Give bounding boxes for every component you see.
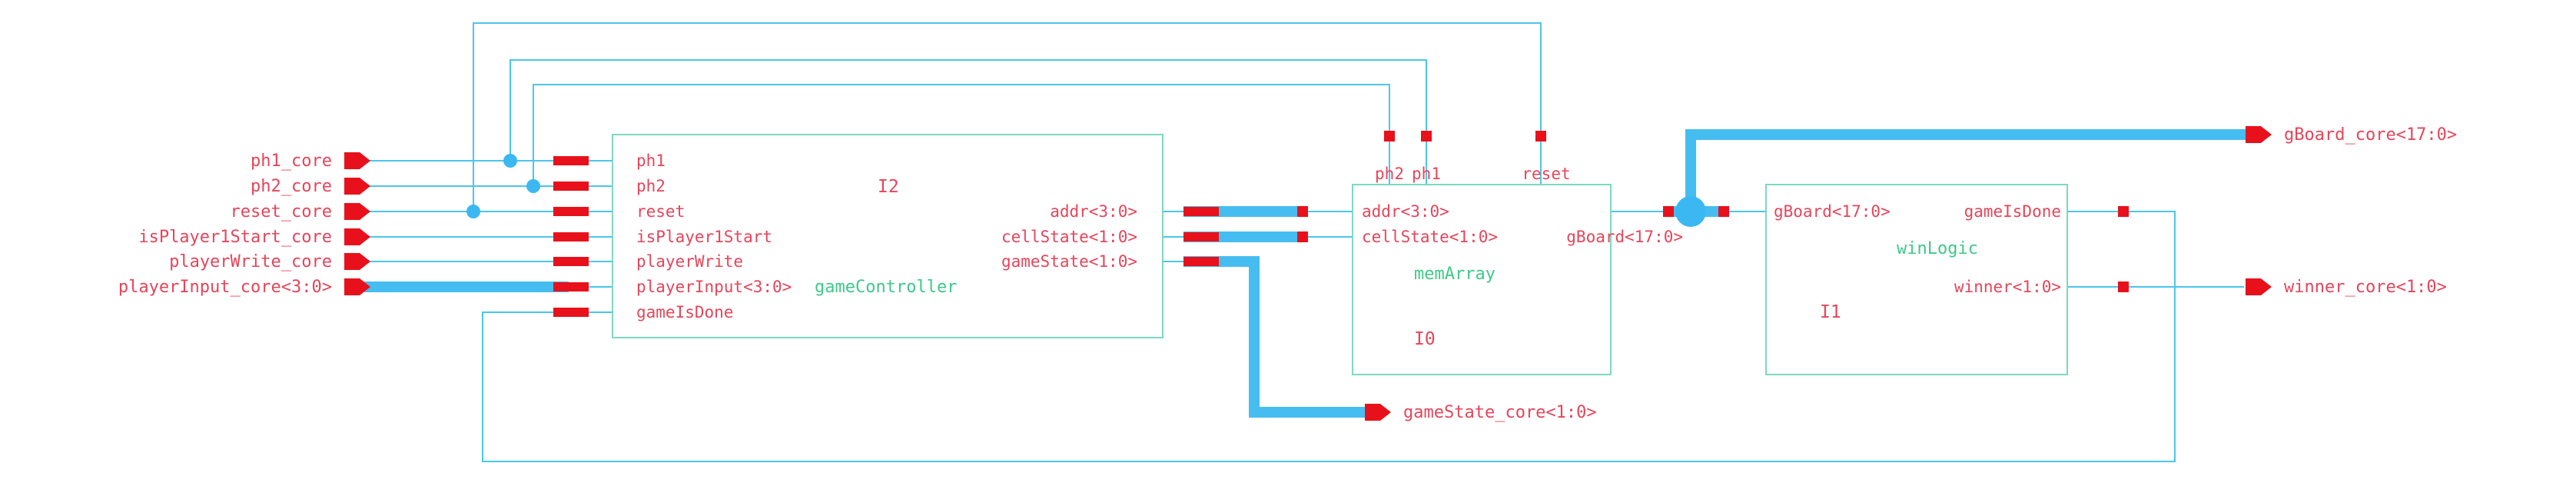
wires (361, 22, 2244, 462)
pin-label: reset (636, 202, 685, 221)
pin-square[interactable] (553, 232, 589, 242)
pin-label: gBoard<17:0> (1566, 228, 1683, 246)
winLogic-labels: gBoard<17:0> gameIsDone winner<1:0> winL… (1774, 202, 2061, 322)
pin-square[interactable] (1384, 131, 1395, 142)
pin-label: playerInput<3:0> (636, 278, 792, 296)
port-label-gameState: gameState_core<1:0> (1403, 403, 1597, 422)
input-port-playerInput[interactable] (344, 278, 370, 295)
pin-square[interactable] (2118, 206, 2129, 217)
bus-gameState[interactable] (1183, 256, 1368, 418)
output-port-gameState[interactable] (1365, 404, 1391, 421)
port-label-ph2: ph2_core (251, 177, 332, 196)
instance-label-I0: I0 (1414, 329, 1436, 349)
pin-label: reset (1522, 165, 1570, 183)
pin-label: winner<1:0> (1954, 278, 2061, 296)
pin-label: addr<3:0> (1362, 202, 1449, 221)
pin-label: gameState<1:0> (1001, 252, 1137, 271)
pins (553, 131, 2129, 317)
pin-label: cellState<1:0> (1001, 228, 1137, 246)
input-port-isPlayer1Start[interactable] (344, 228, 370, 245)
pin-label: addr<3:0> (1050, 202, 1137, 221)
wire-ph2-loop[interactable] (533, 84, 1390, 186)
pin-square[interactable] (553, 308, 589, 317)
gameController-labels: ph1 ph2 reset isPlayer1Start playerWrite… (636, 152, 1137, 321)
winLogic-block[interactable] (1765, 184, 2068, 375)
port-labels: ph1_core ph2_core reset_core isPlayer1St… (118, 125, 2457, 422)
output-port-gBoard[interactable] (2246, 126, 2272, 143)
pin-square[interactable] (1183, 207, 1219, 216)
port-label-playerWrite: playerWrite_core (169, 252, 332, 271)
port-label-isPlayer1Start: isPlayer1Start_core (138, 228, 332, 247)
blocks (612, 134, 2068, 375)
junction-dot (1675, 196, 1706, 227)
bus-gBoard[interactable] (1685, 129, 2252, 212)
pin-label: isPlayer1Start (636, 228, 772, 246)
wire-reset-loop[interactable] (473, 22, 1542, 212)
instance-label-I2: I2 (878, 177, 899, 197)
junctions (466, 154, 1706, 227)
pin-label: gameIsDone (636, 303, 733, 321)
junction-dot (503, 154, 517, 168)
pin-square[interactable] (2118, 281, 2129, 292)
wire-ph1-loop[interactable] (510, 59, 1427, 161)
pin-label: gBoard<17:0> (1774, 202, 1891, 221)
port-label-ph1: ph1_core (251, 152, 332, 171)
pin-square[interactable] (1421, 131, 1432, 142)
cell-name-gameController: gameController (815, 278, 957, 297)
pin-square[interactable] (1663, 206, 1674, 217)
output-port-winner[interactable] (2246, 278, 2272, 295)
pin-square[interactable] (553, 182, 589, 191)
input-port-playerWrite[interactable] (344, 253, 370, 270)
cell-name-memArray: memArray (1414, 265, 1495, 284)
pin-square[interactable] (1718, 206, 1729, 217)
cell-name-winLogic: winLogic (1897, 239, 1978, 258)
pin-square[interactable] (1297, 232, 1308, 242)
port-label-playerInput: playerInput_core<3:0> (118, 278, 332, 297)
port-label-winner: winner_core<1:0> (2284, 278, 2447, 297)
pin-label: playerWrite (636, 252, 743, 271)
junction-dot (466, 205, 480, 218)
gameController-block[interactable] (612, 134, 1164, 338)
pin-square[interactable] (553, 207, 589, 216)
input-port-reset[interactable] (344, 203, 370, 220)
pin-label: cellState<1:0> (1362, 228, 1498, 246)
pin-label: gameIsDone (1964, 202, 2061, 221)
pin-label: ph2 (1375, 165, 1404, 183)
junction-dot (526, 179, 540, 193)
io-ports (344, 126, 2272, 421)
pin-square[interactable] (1183, 257, 1219, 266)
pin-square[interactable] (553, 257, 589, 266)
pin-label: ph1 (1412, 165, 1441, 183)
pin-square[interactable] (1297, 206, 1308, 217)
input-port-ph2[interactable] (344, 178, 370, 195)
port-label-reset: reset_core (231, 202, 332, 222)
memArray-labels: ph2 ph1 reset addr<3:0> cellState<1:0> g… (1362, 165, 1683, 349)
port-label-gBoard: gBoard_core<17:0> (2284, 125, 2457, 145)
input-port-ph1[interactable] (344, 152, 370, 169)
pin-square[interactable] (1535, 131, 1546, 142)
pin-square[interactable] (553, 156, 589, 165)
wire-gameIsDone-loop[interactable] (482, 211, 2176, 462)
pin-square[interactable] (1183, 232, 1219, 242)
pin-label: ph2 (636, 177, 666, 195)
pin-label: ph1 (636, 152, 666, 170)
pin-square[interactable] (553, 282, 589, 291)
instance-label-I1: I1 (1820, 302, 1841, 322)
memArray-block[interactable] (1352, 184, 1612, 375)
